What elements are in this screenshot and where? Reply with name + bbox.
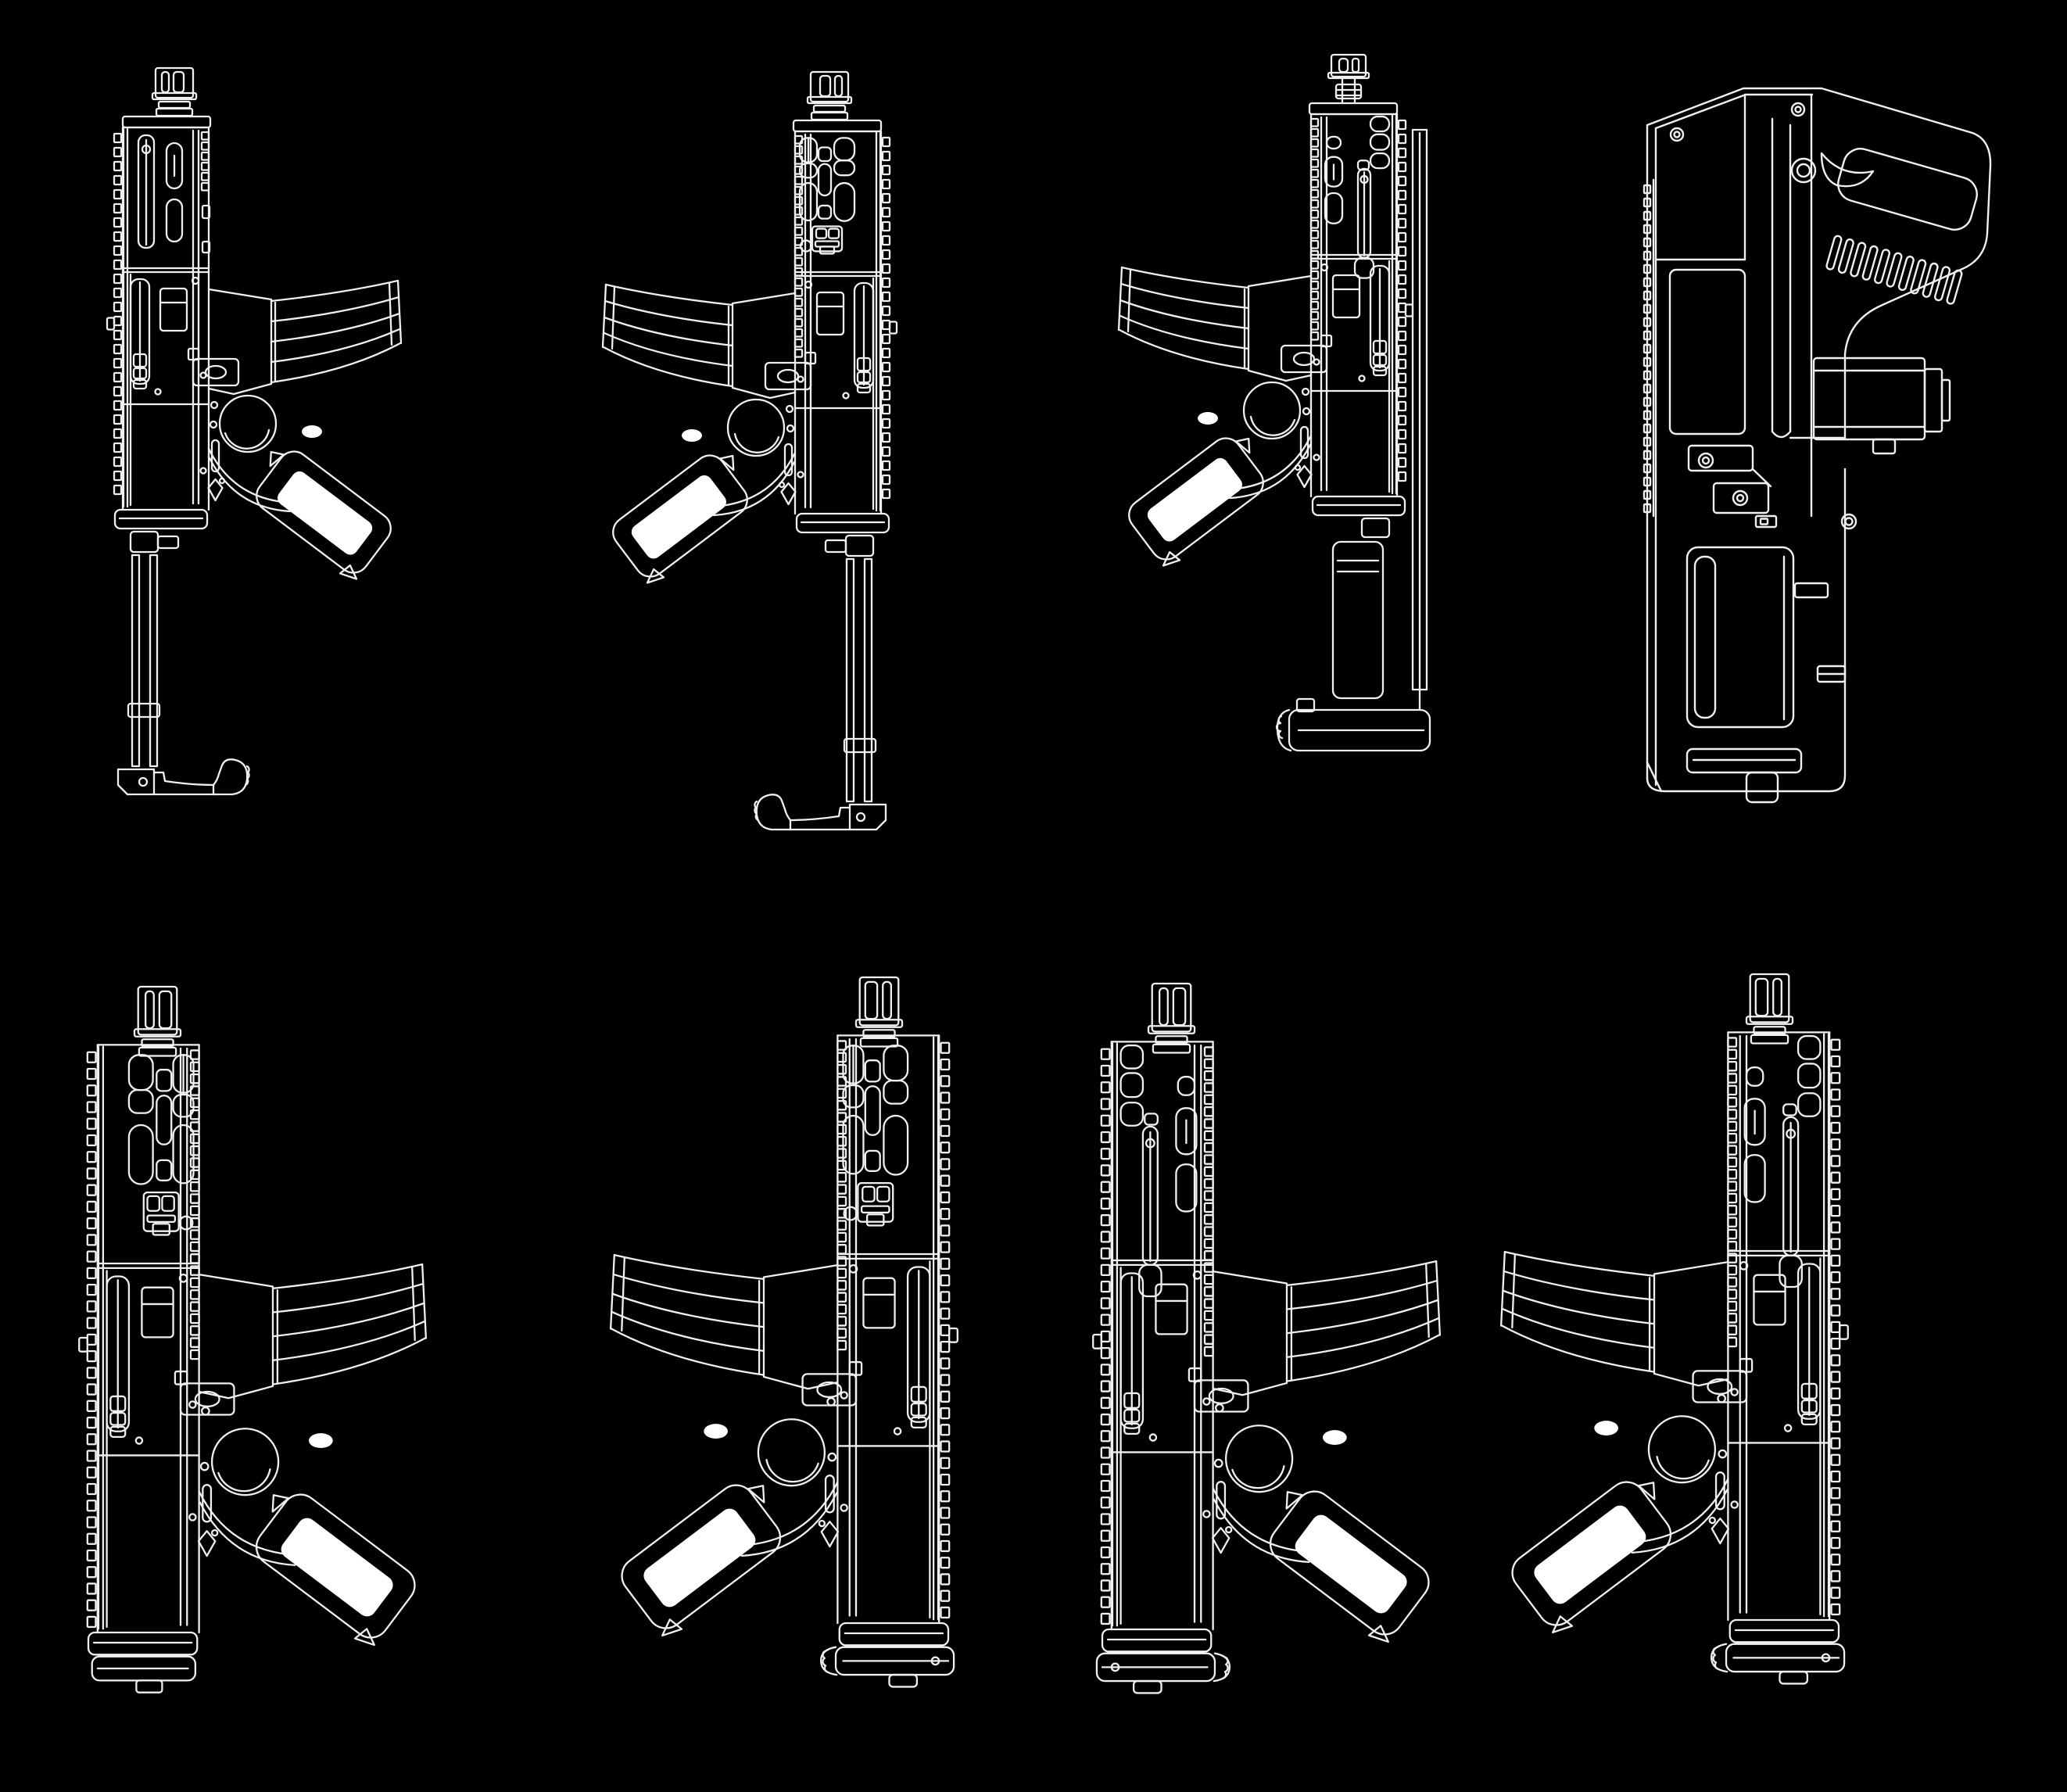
carbine-right-side-view-style-b bbox=[1092, 982, 1442, 1694]
carbine-left-side-view-style-a bbox=[609, 976, 958, 1688]
sbr-stock-extended-left-side-view bbox=[601, 70, 898, 831]
sbr-stock-folded-left-side-view bbox=[1117, 53, 1431, 752]
carbine-right-side-view-style-a bbox=[78, 985, 428, 1693]
carbine-left-side-view-style-b bbox=[1499, 973, 1849, 1685]
rifle-folded-case-configuration bbox=[1642, 87, 1992, 804]
sbr-stock-extended-right-side-view bbox=[106, 66, 403, 796]
